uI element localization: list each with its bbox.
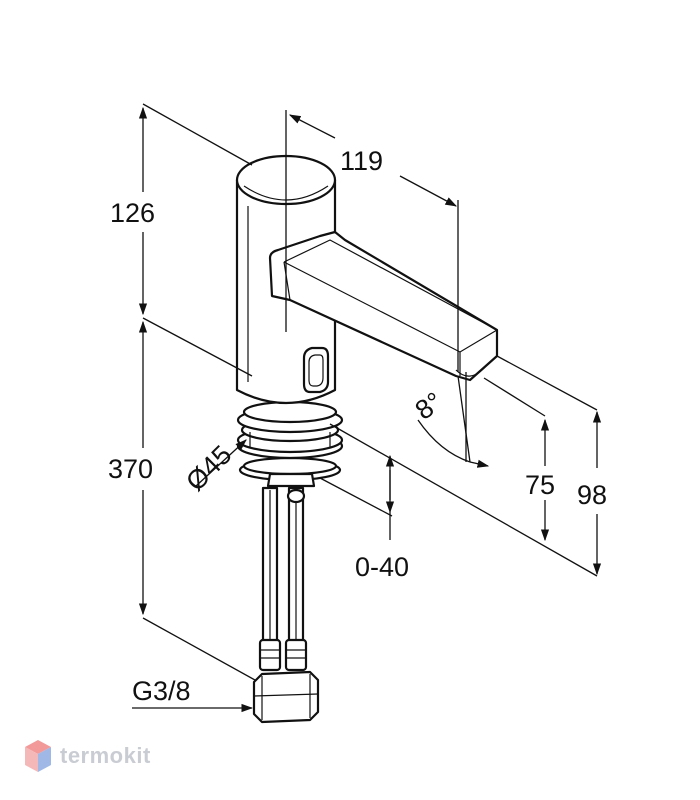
- mounting-hardware: [236, 400, 344, 504]
- watermark-text: termokit: [60, 743, 151, 768]
- dim-spout-length: 119: [340, 146, 383, 176]
- sensor-window: [302, 346, 330, 394]
- dim-total-height: 370: [108, 454, 153, 484]
- watermark: termokit: [24, 736, 151, 776]
- dim-mount-thickness: 0-40: [355, 552, 409, 582]
- spout: [268, 230, 499, 382]
- dim-body-height: 126: [110, 198, 155, 228]
- dim-connection-thread: G3/8: [132, 676, 191, 706]
- dim-outlet-height: 75: [525, 470, 555, 500]
- faucet-assembly: [235, 154, 499, 724]
- dim-body-diameter: Ø45: [180, 440, 237, 497]
- connection-fitting: [252, 670, 320, 724]
- dimension-labels: 119 126 370 Ø45 8° 75 98 0-40 G3/8: [108, 146, 607, 706]
- cube-logo-icon: [25, 740, 51, 772]
- supply-hoses: [258, 486, 308, 672]
- dim-spout-height: 98: [577, 480, 607, 510]
- dim-outlet-angle: 8°: [410, 386, 448, 425]
- dimension-lines: [132, 103, 602, 713]
